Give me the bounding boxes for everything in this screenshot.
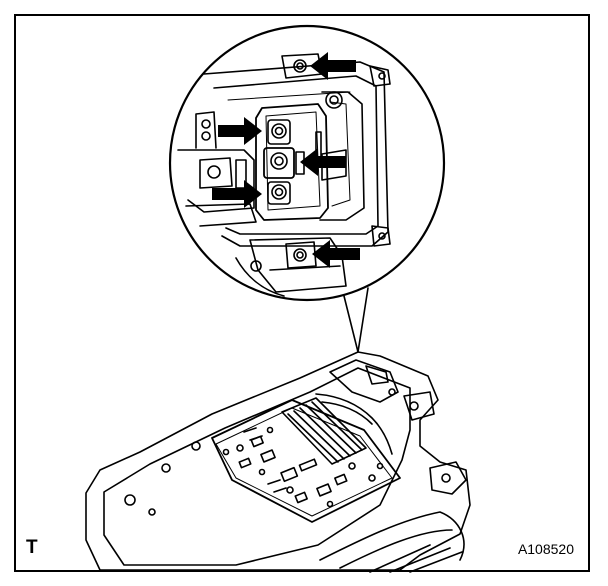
figure-id: A108520 xyxy=(517,541,574,557)
terminal-bolt-bottom xyxy=(267,181,291,205)
arrow-icon xyxy=(212,180,262,208)
terminal-bolt-top xyxy=(267,119,291,145)
callout-arrows xyxy=(212,52,360,268)
circuit-board xyxy=(211,397,401,523)
corner-mark: T xyxy=(26,537,38,558)
arrow-icon xyxy=(218,117,262,145)
terminal-bolt-middle xyxy=(263,147,305,179)
arrow-icon xyxy=(300,148,346,176)
arrow-icon xyxy=(312,240,360,268)
inverter-housing xyxy=(85,351,471,573)
detail-leader xyxy=(341,287,369,353)
arrow-icon xyxy=(310,52,356,80)
